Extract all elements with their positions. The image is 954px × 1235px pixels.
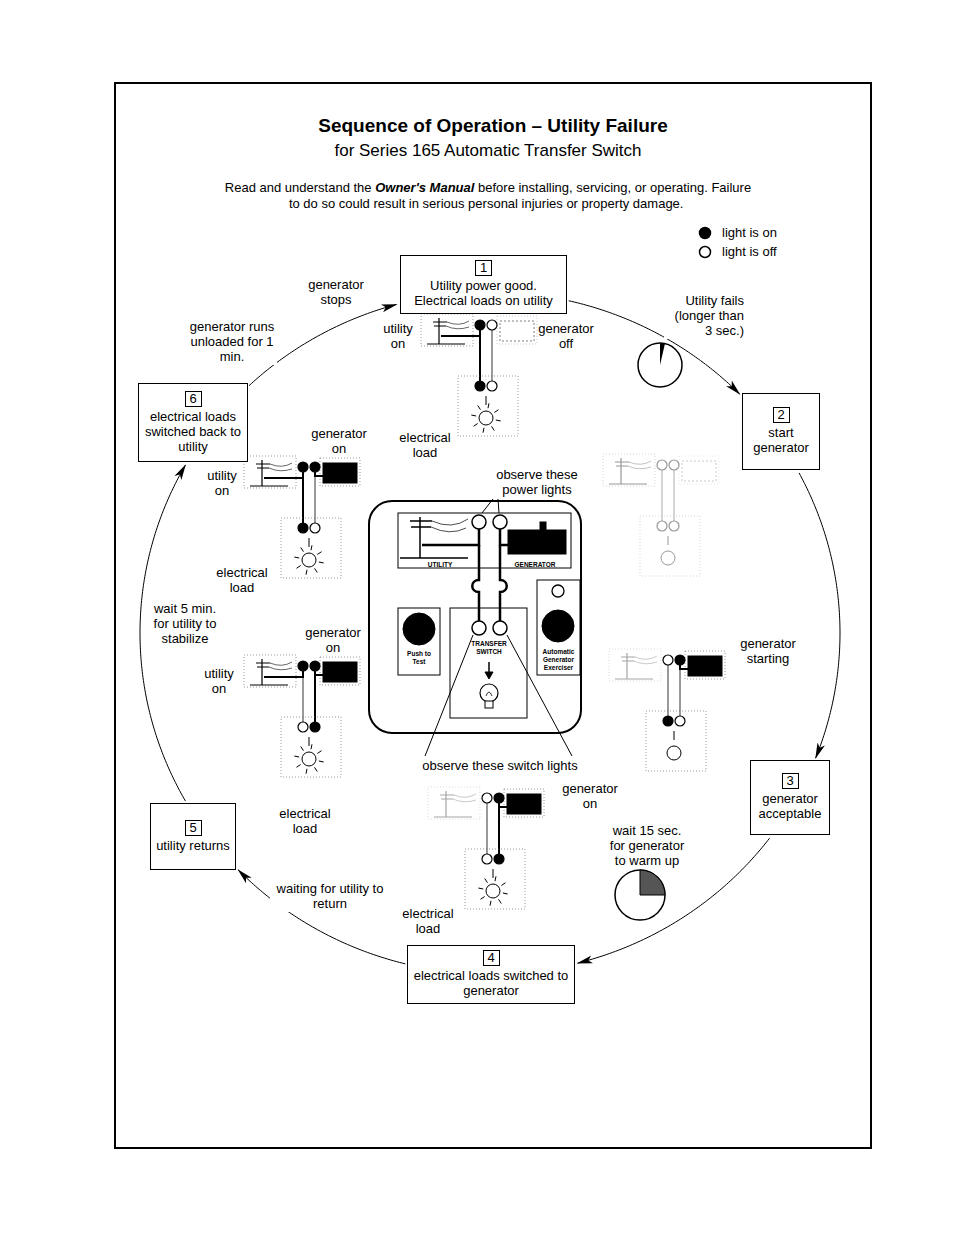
label: utility on (196, 666, 242, 696)
edge-label: generator runs unloaded for 1 min. (187, 318, 277, 365)
control-panel: UTILITY GENERATOR Push to Test TRANSFER SWI… (368, 500, 582, 734)
label: electrical load (395, 430, 455, 460)
edge-label: wait 15 sec. for generator to warm up (605, 822, 689, 869)
panel-label: GENERATOR (510, 561, 560, 569)
step-box: 5 utility returns (150, 803, 236, 870)
step-number: 1 (475, 260, 492, 276)
cycle-arrow (799, 473, 840, 758)
leader-lines (425, 499, 572, 756)
timer-icon (615, 870, 665, 920)
label: generator on (555, 781, 625, 811)
legend-text: light is on (722, 225, 777, 240)
step-text: utility returns (156, 838, 230, 853)
edge-label: wait 5 min. for utility to stabilize (150, 600, 220, 647)
step-number: 2 (773, 407, 790, 423)
label: electrical load (275, 806, 335, 836)
legend-swatch (700, 228, 711, 239)
panel-label: UTILITY (420, 561, 460, 569)
legend-text: light is off (722, 244, 777, 259)
mini-diagram (421, 314, 537, 436)
step-text: generator acceptable (756, 791, 824, 821)
label: utility on (375, 321, 421, 351)
edge-label: Utility fails (longer than 3 sec.) (664, 292, 746, 339)
warning-note: Read and understand theOwner's Manualbef… (224, 180, 752, 212)
step-number: 4 (483, 950, 500, 966)
edge-label: waiting for utility to return (270, 880, 390, 912)
panel-label: Automatic Generator Exerciser (537, 648, 580, 672)
mini-diagram (428, 787, 544, 909)
mini-diagram (603, 454, 719, 576)
mini-diagram (244, 456, 360, 578)
label: electrical load (213, 565, 271, 595)
step-box: 4 electrical loads switched to generator (407, 945, 575, 1004)
label: generator on (304, 426, 374, 456)
timer-icon (638, 343, 682, 387)
warning-text: Read and understand the (225, 180, 372, 195)
step-text: electrical loads switched to generator (413, 968, 569, 998)
frame (115, 83, 871, 1148)
label: for Series 165 Automatic Transfer Switch (188, 141, 788, 161)
panel-illustration (398, 513, 580, 718)
step-box: 1Utility power good. Electrical loads on… (400, 255, 567, 314)
step-number: 6 (185, 391, 202, 407)
step-text: Utility power good. Electrical loads on … (406, 278, 561, 308)
label: electrical load (398, 906, 458, 936)
title: Sequence of Operation – Utility Failure (115, 114, 871, 137)
panel-label: Push to Test (407, 650, 431, 666)
warning-text: Owner's Manual (375, 180, 474, 195)
mini-diagram (244, 655, 360, 777)
step-box: 3 generator acceptable (750, 760, 830, 835)
mini-diagram (609, 649, 725, 771)
legend-swatch (700, 247, 711, 258)
label: generator on (298, 625, 368, 655)
step-text: electrical loads switched back to utilit… (144, 409, 242, 454)
label: utility on (199, 468, 245, 498)
cycle-arrow (238, 870, 405, 964)
label: observe these power lights (487, 467, 587, 497)
step-box: 2 start generator (742, 393, 820, 470)
label: generator stops (301, 277, 371, 307)
step-number: 5 (185, 820, 202, 836)
step-text: start generator (748, 425, 814, 455)
panel-label: TRANSFER SWITCH (467, 640, 511, 656)
step-number: 3 (782, 773, 799, 789)
label: generator starting (728, 636, 808, 666)
step-box: 6 electrical loads switched back to utili… (138, 383, 248, 462)
label: generator off (531, 321, 601, 351)
label: observe these switch lights (400, 758, 600, 773)
